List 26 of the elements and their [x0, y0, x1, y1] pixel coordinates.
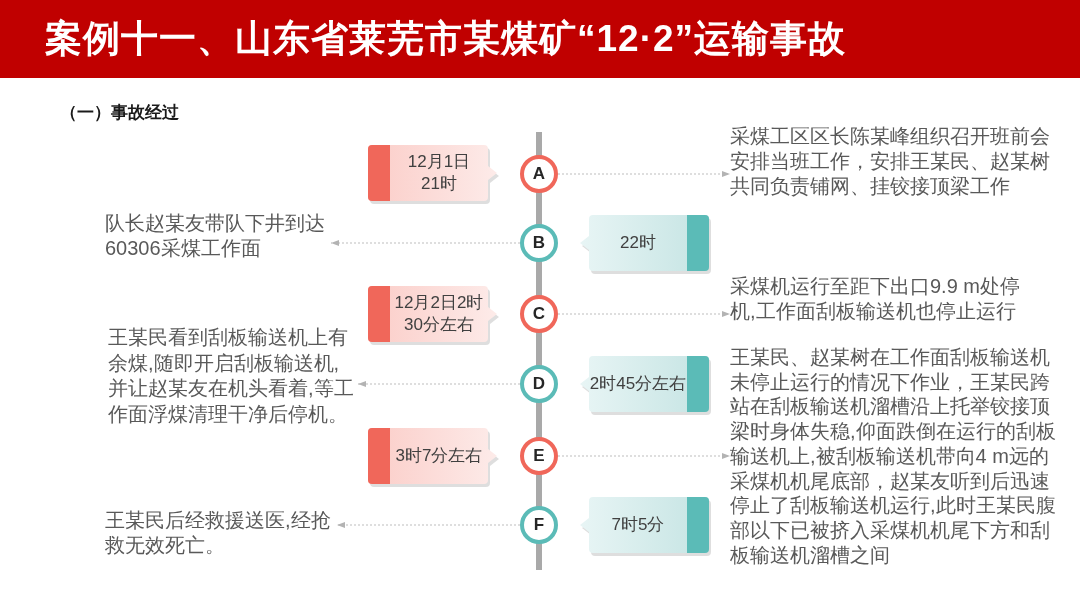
step-circle: F	[520, 506, 558, 544]
step-circle: C	[520, 295, 558, 333]
event-description: 采煤机运行至距下出口9.9 m处停机,工作面刮板输送机也停止运行	[730, 274, 1026, 324]
step-circle: B	[520, 224, 558, 262]
dotted-arrow	[357, 381, 521, 387]
time-callout: 3时7分左右	[368, 428, 499, 487]
time-callout: 12月1日21时	[368, 145, 499, 204]
event-description: 王某民看到刮板输送机上有余煤,随即开启刮板输送机,并让赵某友在机头看着,等工作面浮煤清理干净后停机。	[108, 325, 358, 427]
time-callout: 22时	[580, 215, 711, 274]
time-callout: 7时5分	[580, 497, 711, 556]
section-heading: （一）事故经过	[60, 102, 179, 124]
dotted-arrow	[557, 311, 731, 317]
event-description: 王某民后经救援送医,经抢救无效死亡。	[105, 508, 337, 558]
dotted-arrow	[557, 171, 731, 177]
event-description: 王某民、赵某树在工作面刮板输送机未停止运行的情况下作业，王某民跨站在刮板输送机溜槽沿上托举铰接顶梁时身体失稳,仰面跌倒在运行的刮板输送机上,被刮板输送机带向4 m远的采煤机机尾底部，赵某友听到后迅速停止了刮板输送机运行,此时王某民腹部以下已被挤入采煤机机尾下方和刮板输送机溜槽之间	[730, 345, 1057, 568]
dotted-arrow	[336, 522, 521, 528]
event-description: 采煤工区区长陈某峰组织召开班前会安排当班工作，安排王某民、赵某树共同负责铺网、挂铰接顶梁工作	[730, 124, 1057, 199]
step-circle: E	[520, 437, 558, 475]
time-callout: 12月2日2时30分左右	[368, 286, 499, 345]
dotted-arrow	[330, 240, 521, 246]
step-circle: D	[520, 365, 558, 403]
step-circle: A	[520, 155, 558, 193]
dotted-arrow	[557, 453, 731, 459]
time-callout: 2时45分左右	[580, 356, 711, 415]
event-description: 队长赵某友带队下井到达60306采煤工作面	[105, 211, 331, 261]
slide-title: 案例十一、山东省莱芜市某煤矿“12·2”运输事故	[45, 17, 847, 61]
